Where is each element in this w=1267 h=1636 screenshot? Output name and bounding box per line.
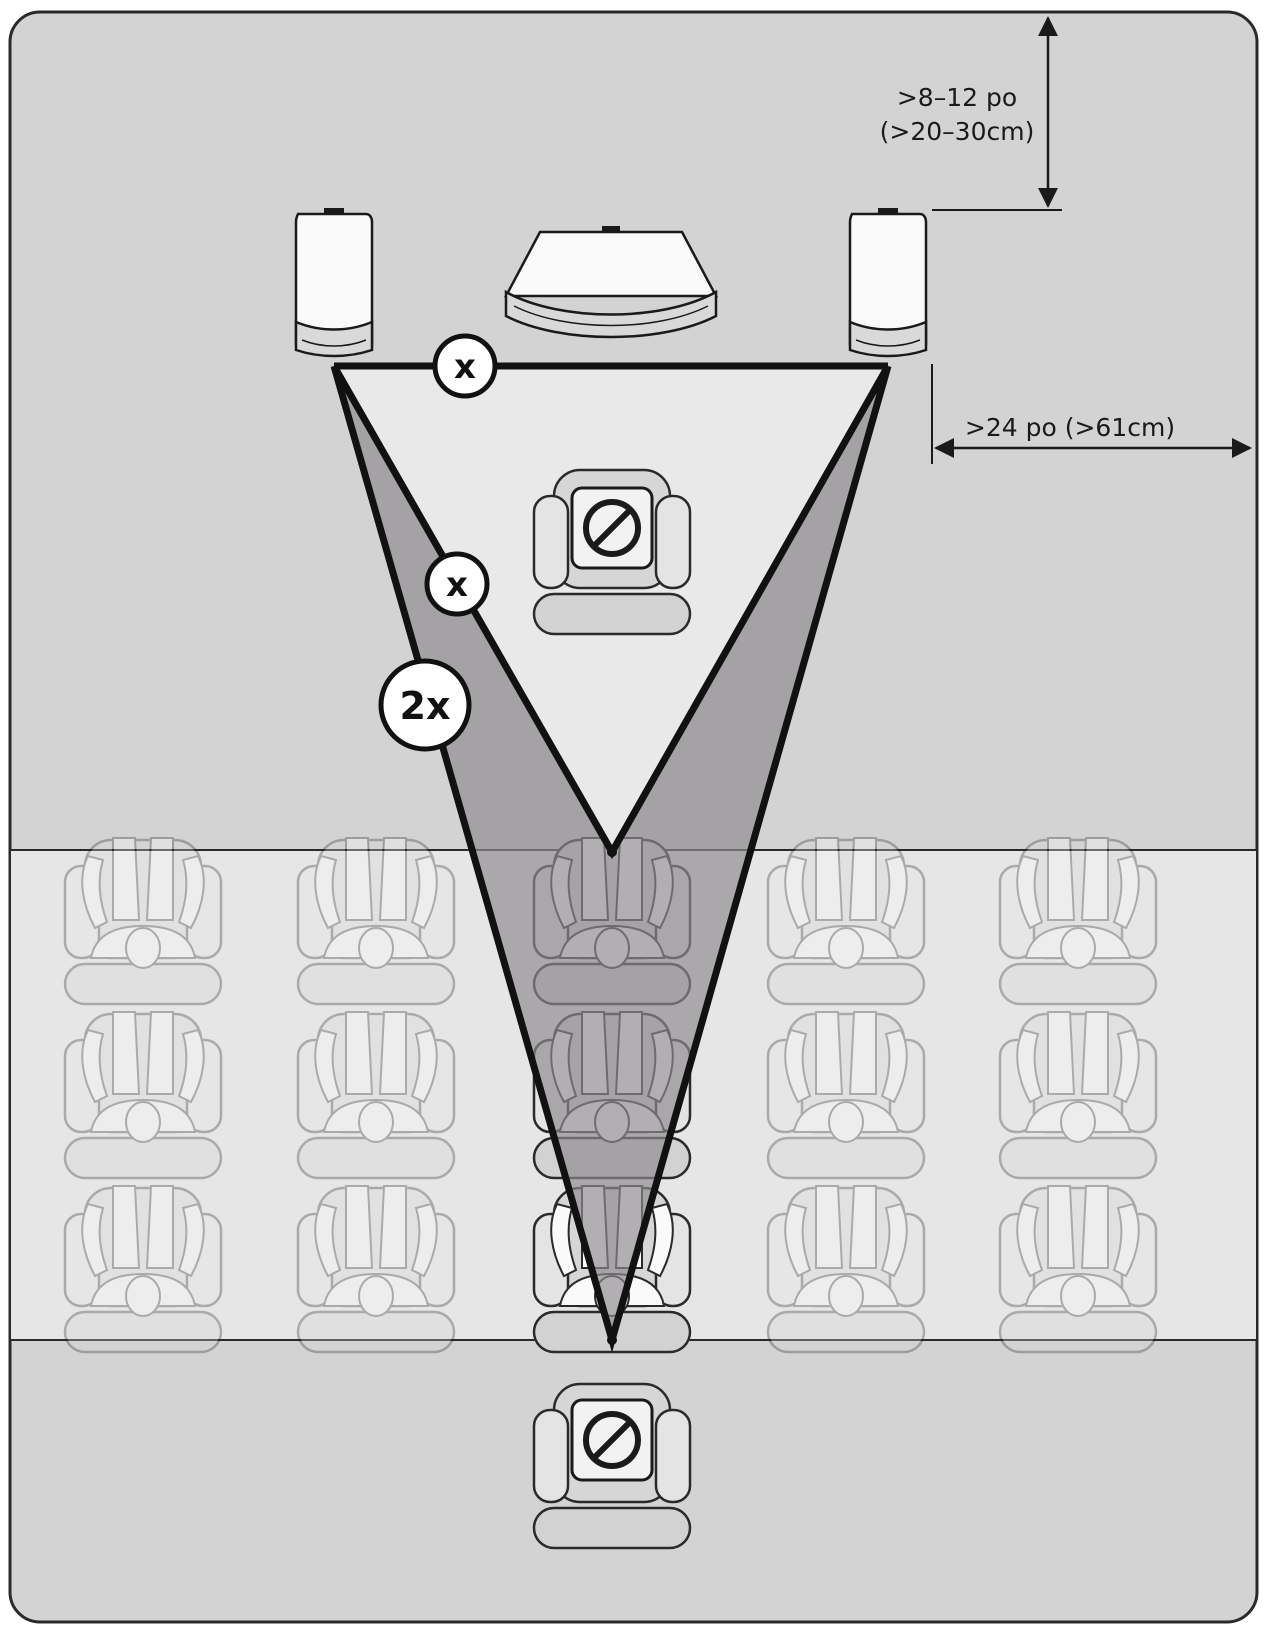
speaker-spacing-badge: x <box>432 333 498 399</box>
top-clearance-metric-label: (>20–30cm) <box>880 117 1035 146</box>
badge-label: x <box>454 347 476 387</box>
top-clearance-label: >8–12 po <box>897 83 1017 112</box>
left-speaker-icon <box>294 206 374 358</box>
side-clearance-dimension: >24 po (>61cm) <box>931 364 1252 464</box>
faded-seat <box>1000 838 1156 1004</box>
faded-seat <box>768 1012 924 1178</box>
faded-seat <box>65 838 221 1004</box>
excluded-near-seat <box>532 468 692 636</box>
badge-label: x <box>446 565 468 605</box>
front-distance-badge: x <box>424 551 490 617</box>
faded-seat <box>1000 1012 1156 1178</box>
faded-seat <box>768 1186 924 1352</box>
faded-seat <box>65 1012 221 1178</box>
top-clearance-dimension: >8–12 po (>20–30cm) <box>880 15 1062 211</box>
back-distance-badge: 2x <box>378 658 472 752</box>
right-speaker-icon <box>848 206 928 358</box>
faded-seat <box>65 1186 221 1352</box>
no-symbol-icon <box>572 488 652 568</box>
side-clearance-label: >24 po (>61cm) <box>965 413 1175 442</box>
no-symbol-icon <box>572 1400 652 1480</box>
excluded-far-seat <box>532 1382 692 1550</box>
faded-seat <box>298 1012 454 1178</box>
faded-seat <box>298 1186 454 1352</box>
faded-seat <box>1000 1186 1156 1352</box>
badge-label: 2x <box>400 684 451 728</box>
faded-seat <box>768 838 924 1004</box>
center-speaker-icon <box>503 226 719 339</box>
faded-seat <box>298 838 454 1004</box>
